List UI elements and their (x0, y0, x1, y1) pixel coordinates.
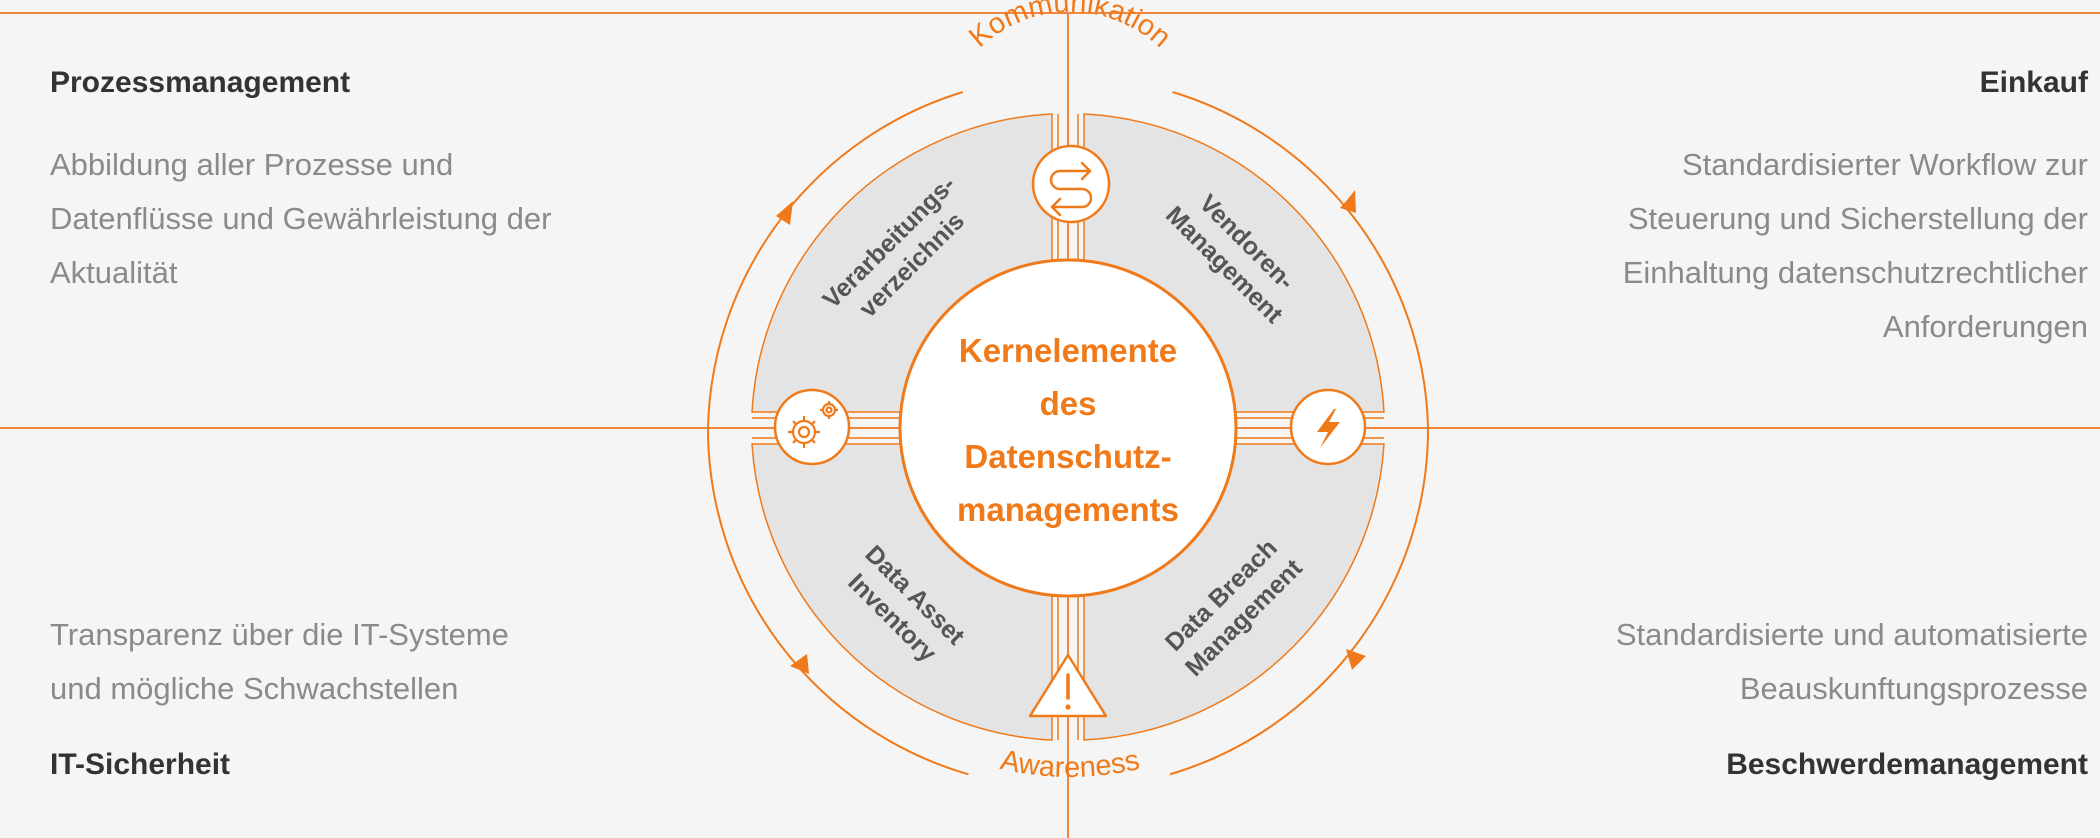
arrow-bottom-left (790, 654, 809, 674)
text-line: Einhaltung datenschutzrechtlicher (1622, 255, 2088, 290)
text-line: Steuerung und Sicherstellung der (1627, 201, 2088, 236)
center-title: Kernelemente des Datenschutz- management… (957, 332, 1179, 528)
segments (751, 113, 1385, 741)
arrow-bottom-right (1346, 649, 1366, 670)
swap-arrows-icon (1031, 144, 1111, 224)
heading-prozessmanagement: Prozessmanagement (50, 66, 351, 99)
text-line: Datenflüsse und Gewährleistung der (50, 201, 552, 236)
ring-label-awareness: Awareness (998, 744, 1143, 784)
ring-arc-top-right (1172, 91, 1429, 429)
text-line: Transparenz über die IT-Systeme (50, 617, 509, 652)
top-divider (0, 12, 2100, 14)
ring-label-kommunikation: Kommunikation (963, 0, 1177, 54)
center-line: Datenschutz- (964, 438, 1171, 475)
text-beschwerdemanagement: Standardisierte und automatisierte Beaus… (1488, 608, 2088, 716)
gears-icon (773, 388, 851, 466)
text-line: Abbildung aller Prozesse und (50, 147, 454, 182)
ring-arc-bottom-left (706, 427, 969, 776)
center-circle (898, 258, 1238, 598)
center-line: Kernelemente (959, 332, 1177, 369)
arrow-top-right (1340, 190, 1356, 213)
text-line: Standardisierter Workflow zur (1681, 147, 2088, 182)
text-it-sicherheit: Transparenz über die IT-Systeme und mögl… (50, 608, 650, 716)
text-line: Standardisierte und automatisierte (1615, 617, 2088, 652)
center-line: managements (957, 491, 1179, 528)
warning-triangle-icon (1028, 653, 1108, 718)
text-line: Beauskunftungsprozesse (1739, 671, 2088, 706)
text-line: Anforderungen (1882, 309, 2088, 344)
lightning-icon (1289, 388, 1367, 466)
text-einkauf: Standardisierter Workflow zur Steuerung … (1488, 138, 2088, 354)
ring-arc-bottom-right (1169, 427, 1430, 776)
arrow-top-left (776, 201, 793, 225)
center-line: des (1040, 385, 1097, 422)
heading-it-sicherheit: IT-Sicherheit (50, 748, 231, 781)
heading-beschwerdemanagement: Beschwerdemanagement (1726, 748, 2088, 781)
ring-arrowheads (776, 190, 1366, 674)
heading-einkauf: Einkauf (1979, 66, 2088, 99)
text-line: und mögliche Schwachstellen (50, 671, 459, 706)
text-prozessmanagement: Abbildung aller Prozesse und Datenflüsse… (50, 138, 650, 300)
text-line: Aktualität (50, 255, 178, 290)
